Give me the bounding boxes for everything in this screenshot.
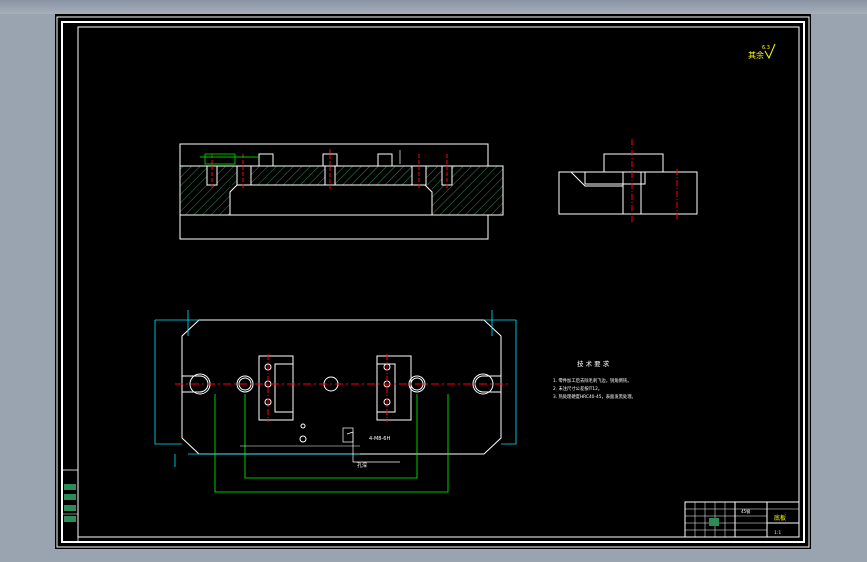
window-top-strip (0, 0, 867, 14)
svg-text:底板: 底板 (774, 514, 786, 522)
svg-text:孔深: 孔深 (357, 462, 367, 469)
svg-text:2. 未注尺寸公差按IT12。: 2. 未注尺寸公差按IT12。 (553, 385, 602, 392)
svg-text:1. 零件加工后去除毛刺飞边，锐角倒钝。: 1. 零件加工后去除毛刺飞边，锐角倒钝。 (553, 377, 632, 384)
svg-text:3. 热处理硬度HRC40-45，表面发黑处理。: 3. 热处理硬度HRC40-45，表面发黑处理。 (553, 393, 636, 400)
svg-text:技 术 要 求: 技 术 要 求 (577, 359, 610, 368)
svg-text:4-M8-6H: 4-M8-6H (369, 436, 390, 442)
svg-text:其余: 其余 (748, 50, 764, 60)
technical-requirements: 技 术 要 求 1. 零件加工后去除毛刺飞边，锐角倒钝。 2. 未注尺寸公差按I… (553, 359, 636, 400)
svg-text:1:1: 1:1 (774, 530, 781, 536)
top-view: 4-M8-6H 孔深 (154, 310, 517, 493)
cad-drawing: 其余 6.3 (56, 16, 810, 548)
svg-text:45钢: 45钢 (741, 508, 750, 514)
inner-frame (77, 26, 800, 538)
outer-frame (56, 16, 810, 548)
cad-viewport[interactable]: 其余 6.3 (55, 14, 811, 549)
title-block: 底板 45钢 1:1 (684, 501, 800, 538)
roughness-symbol: 其余 6.3 (748, 43, 776, 60)
side-view (558, 139, 698, 224)
svg-text:6.3: 6.3 (762, 45, 770, 51)
front-section-view (179, 143, 504, 240)
left-side-block (61, 469, 79, 543)
sheet-border (61, 21, 805, 543)
